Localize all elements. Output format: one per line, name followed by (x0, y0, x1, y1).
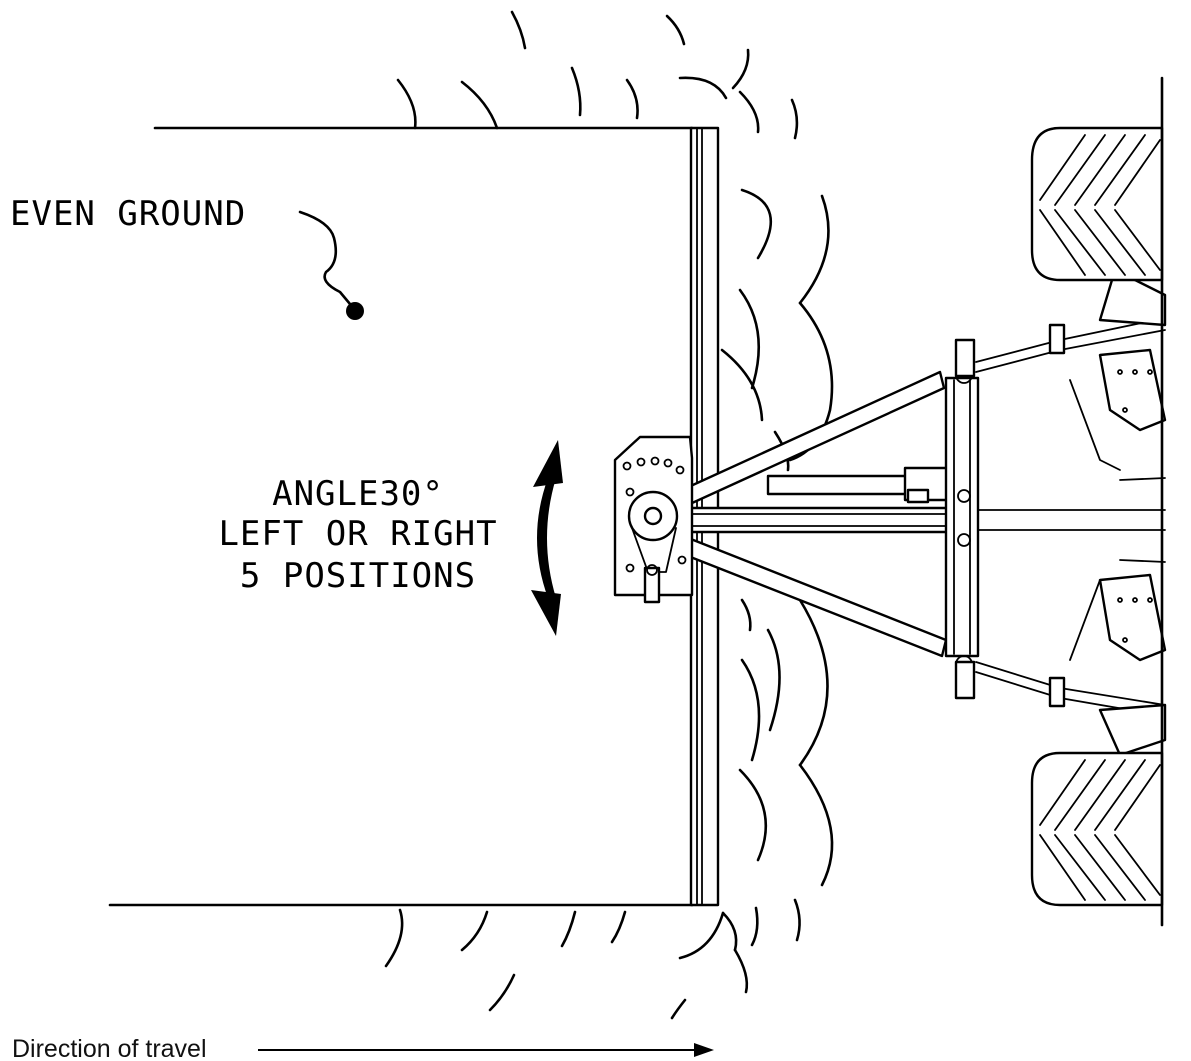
tractor-tire-upper (1030, 126, 1164, 282)
leader-dot-icon (346, 302, 364, 320)
travel-label: Direction of travel (12, 1035, 207, 1061)
angle-label-line2: LEFT OR RIGHT (218, 514, 497, 554)
leader-line (298, 210, 357, 312)
hitch-arms (975, 268, 1167, 757)
double-curved-arrow-icon (531, 440, 563, 636)
angle-label-line3: 5 POSITIONS (240, 556, 476, 596)
pivot-mount (613, 435, 694, 604)
a-frame (638, 338, 980, 700)
arrow-right-icon (258, 1043, 714, 1057)
angle-label-line1: ANGLE30° (272, 474, 444, 514)
surface-label: EVEN GROUND (10, 194, 246, 234)
ground-outline (108, 126, 694, 907)
tractor-tire-lower (1030, 751, 1164, 907)
